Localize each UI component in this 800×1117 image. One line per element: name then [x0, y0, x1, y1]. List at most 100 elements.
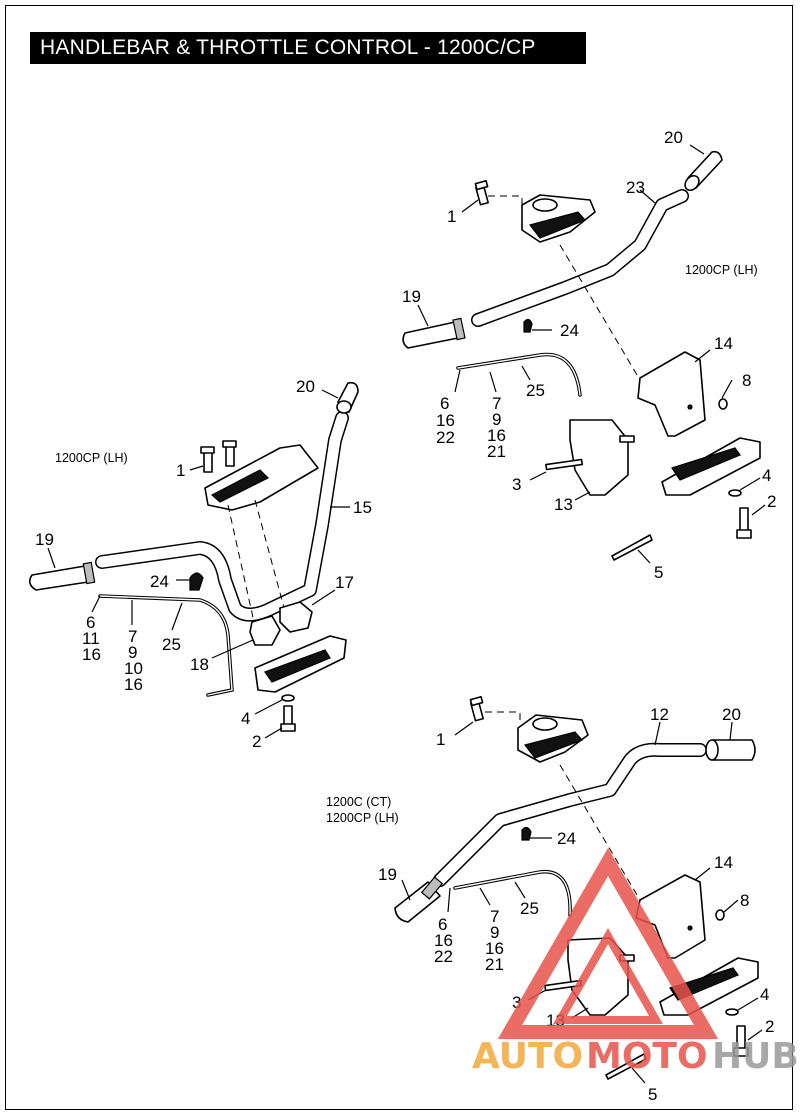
grip-19-left	[394, 876, 444, 923]
callout-20: 20	[722, 705, 741, 724]
callout-9: 9	[490, 923, 499, 942]
callout-6: 6	[438, 915, 447, 934]
callout-4: 4	[241, 709, 250, 728]
handlebar-clamp-top	[517, 714, 589, 763]
callout-16: 16	[485, 939, 504, 958]
callout-5: 5	[648, 1085, 657, 1104]
grip-20-right	[684, 150, 723, 192]
clip-24	[189, 572, 204, 591]
screw-1	[200, 440, 237, 473]
callout-20: 20	[296, 377, 315, 396]
callout-23: 23	[626, 178, 645, 197]
callout-3: 3	[512, 475, 521, 494]
callout-8: 8	[740, 891, 749, 910]
grip-20-right	[705, 739, 756, 761]
callout-1: 1	[176, 461, 185, 480]
callout-17: 17	[335, 573, 354, 592]
page-title: HANDLEBAR & THROTTLE CONTROL - 1200C/CP	[30, 32, 586, 64]
callout-18: 18	[190, 655, 209, 674]
variant-note: 1200CP (LH)	[685, 263, 758, 277]
callout-7: 7	[490, 907, 499, 926]
assembly-left: 20 1 15 19 24 17 6 11 16 7 9 10 16 25 18…	[28, 377, 372, 751]
throttle-cable-25	[98, 594, 234, 697]
callout-22: 22	[434, 947, 453, 966]
callout-24: 24	[150, 572, 169, 591]
watermark-text-hub: HUB	[712, 1036, 799, 1077]
variant-note: 1200CP (LH)	[55, 451, 128, 465]
callout-19: 19	[35, 530, 54, 549]
callout-14: 14	[714, 334, 733, 353]
callout-5: 5	[654, 563, 663, 582]
callout-1: 1	[447, 207, 456, 226]
callout-15: 15	[353, 498, 372, 517]
callout-2: 2	[765, 1017, 774, 1036]
callout-21: 21	[485, 955, 504, 974]
callout-1: 1	[436, 730, 445, 749]
throttle-cable-25	[453, 869, 572, 917]
callout-20: 20	[664, 128, 683, 147]
washer-8	[718, 398, 728, 410]
callout-12: 12	[650, 705, 669, 724]
watermark-text-auto: AUTO	[472, 1036, 583, 1077]
cotter-pin-5	[605, 1053, 647, 1080]
watermark-text-moto: MOTO	[586, 1036, 708, 1077]
callout-2: 2	[767, 492, 776, 511]
callout-9: 9	[492, 410, 501, 429]
callout-4: 4	[760, 985, 769, 1004]
riser-17	[279, 601, 313, 633]
handlebar-15	[95, 411, 349, 622]
washer-8	[715, 909, 725, 921]
assembly-top-right: 20 23 1 19 24 14 8 6 16 22 7 9 16 21 25 …	[402, 128, 776, 582]
throttle-cable-25	[456, 352, 582, 397]
callout-11: 11	[82, 629, 100, 648]
screw-1	[474, 180, 489, 206]
switch-housing-14	[637, 351, 706, 437]
watermark-logo: AUTO MOTO HUB	[472, 847, 799, 1077]
assembly-bottom: 1 12 20 24 19 14 8 6 16 22 7 9 16 21 25 …	[326, 696, 774, 1104]
page-frame	[5, 5, 793, 1110]
callout-9: 9	[128, 643, 137, 662]
riser-18	[249, 615, 281, 646]
callout-16: 16	[434, 931, 453, 950]
callout-16: 16	[82, 645, 101, 664]
clip-24	[523, 318, 533, 333]
callout-19: 19	[402, 287, 421, 306]
callout-16: 16	[487, 426, 506, 445]
callout-2: 2	[252, 732, 261, 751]
variant-note: 1200C (CT)	[326, 795, 391, 809]
callout-24: 24	[557, 829, 576, 848]
callout-7: 7	[128, 627, 137, 646]
grip-19-left	[28, 561, 96, 591]
cotter-pin-5	[611, 534, 653, 561]
callout-22: 22	[436, 428, 455, 447]
callout-7: 7	[492, 394, 501, 413]
callout-6: 6	[440, 394, 449, 413]
callout-25: 25	[526, 381, 545, 400]
callout-3: 3	[512, 993, 521, 1012]
callout-6: 6	[86, 613, 95, 632]
grip-19-left	[402, 317, 466, 349]
callout-16: 16	[124, 675, 143, 694]
callout-24: 24	[560, 321, 579, 340]
callout-25: 25	[520, 899, 539, 918]
switch-cover	[204, 444, 319, 511]
handlebar-clamp-top	[521, 194, 596, 243]
grip-20-right	[336, 381, 359, 414]
callout-4: 4	[762, 466, 771, 485]
callout-8: 8	[742, 371, 751, 390]
callout-13: 13	[554, 495, 573, 514]
handlebar-12	[433, 742, 707, 887]
callout-25: 25	[162, 635, 181, 654]
callout-14: 14	[714, 853, 733, 872]
variant-note: 1200CP (LH)	[326, 811, 399, 825]
callout-19: 19	[378, 865, 397, 884]
callout-16: 16	[436, 411, 455, 430]
handlebar-23	[471, 189, 689, 327]
screw-1	[469, 696, 484, 722]
callout-21: 21	[487, 442, 506, 461]
callout-10: 10	[124, 659, 143, 678]
switch-housing-13	[569, 419, 629, 496]
clip-24	[521, 826, 532, 841]
